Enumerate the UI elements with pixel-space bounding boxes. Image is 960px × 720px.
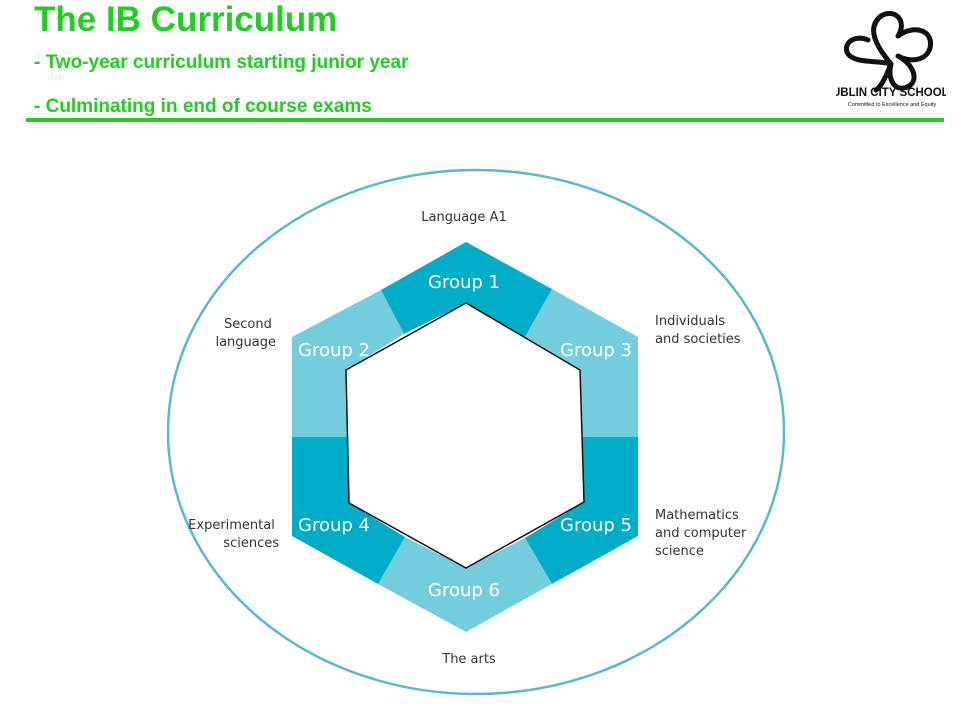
subject-the-arts: The arts [441, 652, 496, 667]
group-3-label: Group 3 [560, 340, 632, 361]
inner-hexagon [345, 302, 585, 569]
group-4-segment[interactable] [292, 437, 405, 584]
outer-ring [166, 168, 786, 696]
group-5-segment[interactable] [525, 437, 638, 584]
group-3-segment[interactable] [525, 289, 638, 437]
shamrock-icon [844, 11, 933, 93]
subject-mathematics-and-computer-science: Mathematics and computer science [655, 508, 750, 559]
page-title: The IB Curriculum [34, 0, 338, 39]
group-2-segment[interactable] [292, 290, 404, 437]
group-6-label: Group 6 [428, 580, 500, 601]
subject-second-language: Second language [215, 317, 276, 350]
header-divider [26, 118, 944, 122]
subtitle-line-2: - Culminating in end of course exams [34, 96, 372, 117]
group-1-segment[interactable] [381, 242, 552, 337]
group-2-label: Group 2 [298, 340, 370, 361]
logo-tagline: Committed to Excellence and Equity [848, 102, 937, 108]
subtitle-line-1: - Two-year curriculum starting junior ye… [34, 52, 409, 73]
group-4-label: Group 4 [298, 515, 370, 536]
hexagon-segments [292, 242, 638, 632]
group-6-segment[interactable] [378, 537, 552, 632]
group-1-label: Group 1 [428, 272, 500, 293]
logo-wordmark: DUBLIN CITY SCHOOLS [836, 87, 946, 99]
dublin-city-schools-logo: DUBLIN CITY SCHOOLS Committed to Excelle… [836, 11, 946, 108]
subject-experimental-sciences: Experimental sciences [188, 518, 279, 551]
subject-language-a1: Language A1 [421, 210, 506, 225]
subject-individuals-and-societies: Individuals and societies [655, 314, 741, 347]
group-5-label: Group 5 [560, 515, 632, 536]
